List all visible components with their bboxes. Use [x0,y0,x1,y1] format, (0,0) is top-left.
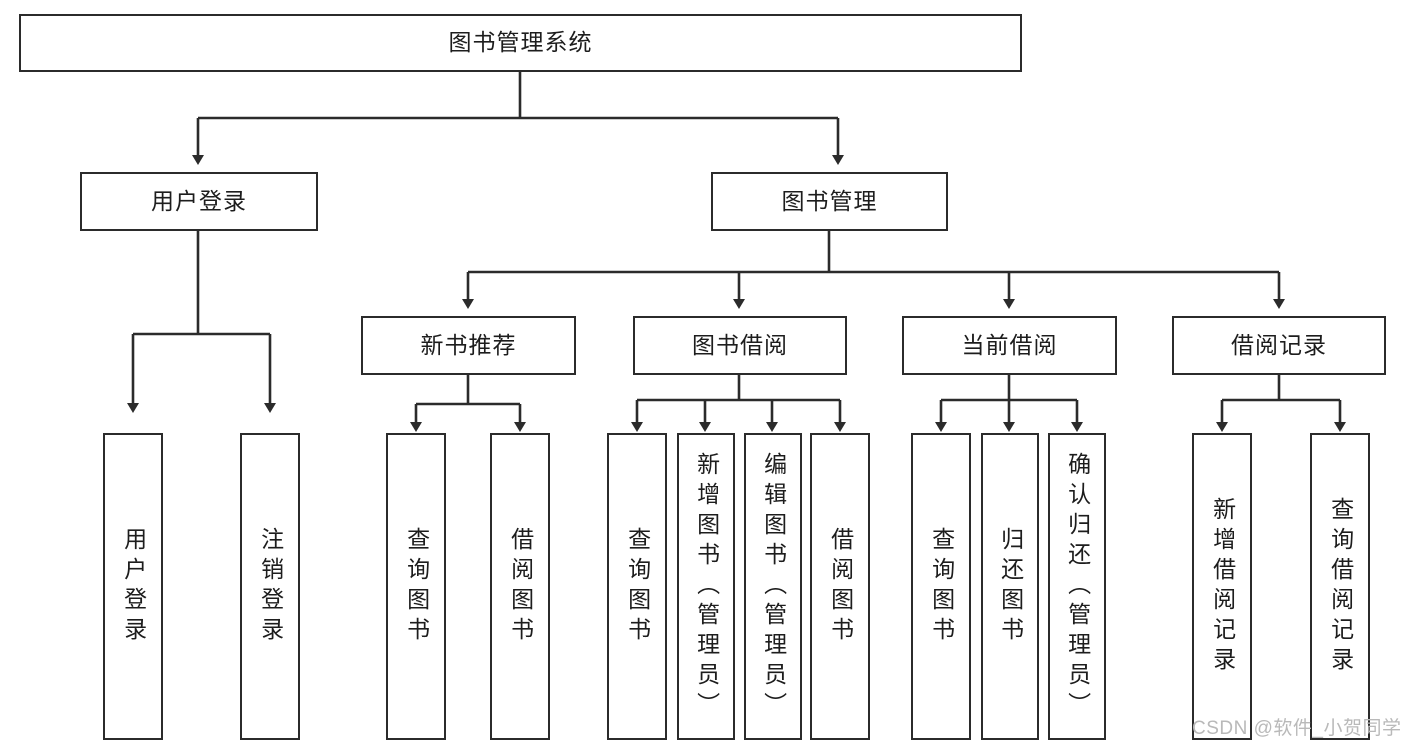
node-label: 查询图书 [624,526,651,647]
node-label: 归还图书 [997,526,1024,647]
node-label: 查询图书 [403,526,430,647]
node-label: 图书管理系统 [448,29,593,56]
leaf-borrow-edit-book-admin[interactable]: 编辑图书（管理员） [744,433,802,740]
node-label: 图书借阅 [692,331,788,358]
leaf-user-login-logout[interactable]: 注销登录 [240,433,300,740]
node-label: 借阅记录 [1231,331,1327,358]
node-book-management[interactable]: 图书管理 [711,172,948,231]
node-book-borrow[interactable]: 图书借阅 [633,316,847,375]
leaf-current-confirm-return-admin[interactable]: 确认归还（管理员） [1048,433,1106,740]
leaf-user-login-login[interactable]: 用户登录 [103,433,163,740]
node-label: 当前借阅 [961,331,1058,358]
node-label: 图书管理 [781,187,878,214]
leaf-records-add-record[interactable]: 新增借阅记录 [1192,433,1252,740]
csdn-watermark: CSDN @软件_小贺同学 [1192,718,1402,739]
node-label: 新书推荐 [420,331,517,358]
node-new-book-recommend[interactable]: 新书推荐 [361,316,576,375]
node-label: 新增图书（管理员） [693,451,720,722]
node-label: 查询借阅记录 [1327,496,1354,677]
node-label: 用户登录 [151,187,247,214]
leaf-recommend-borrow-book[interactable]: 借阅图书 [490,433,550,740]
leaf-current-query-book[interactable]: 查询图书 [911,433,971,740]
node-label: 确认归还（管理员） [1064,451,1091,722]
node-label: 借阅图书 [827,526,854,647]
leaf-borrow-query-book[interactable]: 查询图书 [607,433,667,740]
node-label: 借阅图书 [507,526,534,647]
leaf-records-query-record[interactable]: 查询借阅记录 [1310,433,1370,740]
leaf-current-return-book[interactable]: 归还图书 [981,433,1039,740]
node-current-borrow[interactable]: 当前借阅 [902,316,1117,375]
leaf-borrow-borrow-book[interactable]: 借阅图书 [810,433,870,740]
node-label: 查询图书 [928,526,955,647]
node-borrow-records[interactable]: 借阅记录 [1172,316,1386,375]
node-label: 注销登录 [257,526,284,647]
leaf-recommend-query-book[interactable]: 查询图书 [386,433,446,740]
node-user-login[interactable]: 用户登录 [80,172,318,231]
node-label: 编辑图书（管理员） [760,451,787,722]
node-root-book-management-system[interactable]: 图书管理系统 [19,14,1022,72]
leaf-borrow-add-book-admin[interactable]: 新增图书（管理员） [677,433,735,740]
node-label: 用户登录 [120,526,147,647]
node-label: 新增借阅记录 [1209,496,1236,677]
